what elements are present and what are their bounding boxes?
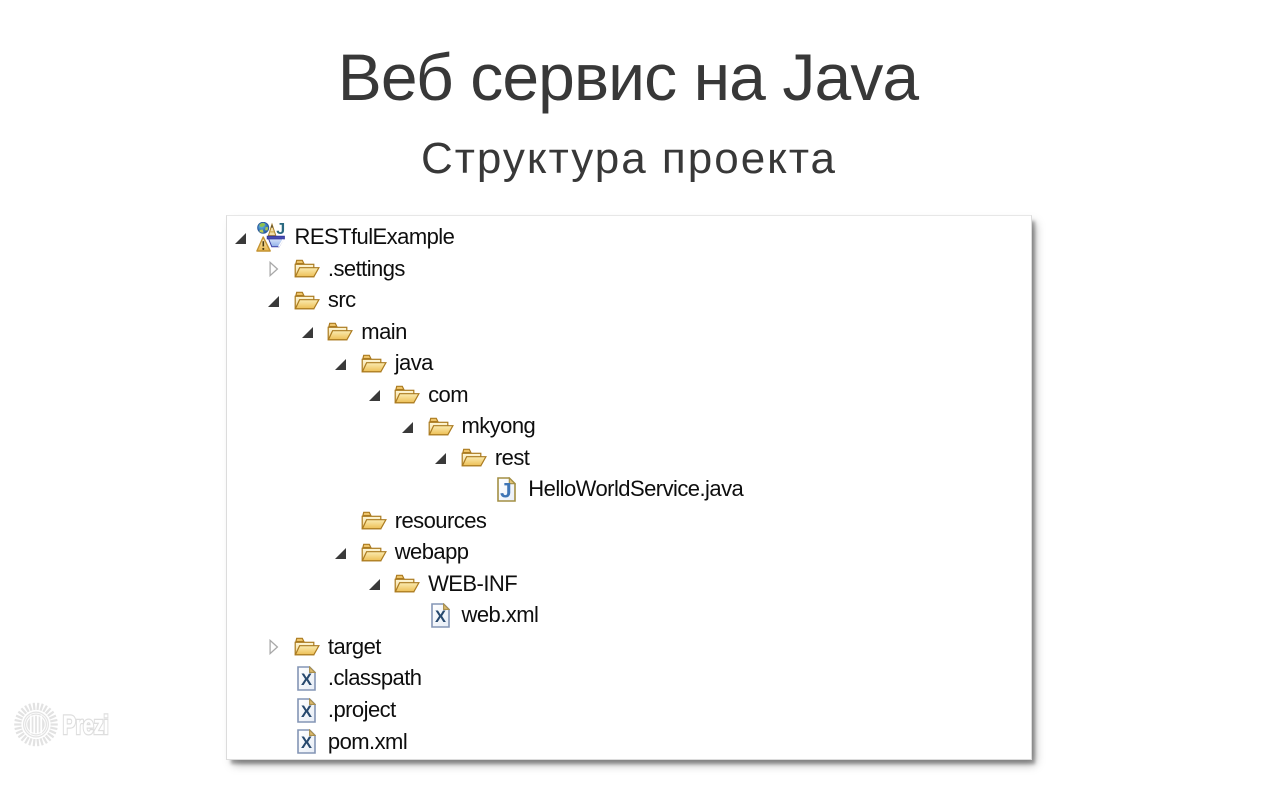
svg-text:X: X: [301, 671, 312, 689]
svg-text:J: J: [276, 222, 284, 238]
svg-text:X: X: [435, 608, 446, 626]
svg-text:X: X: [301, 734, 312, 752]
svg-text:X: X: [301, 703, 312, 721]
svg-text:Prezi: Prezi: [63, 710, 109, 741]
svg-text:J: J: [500, 479, 511, 502]
